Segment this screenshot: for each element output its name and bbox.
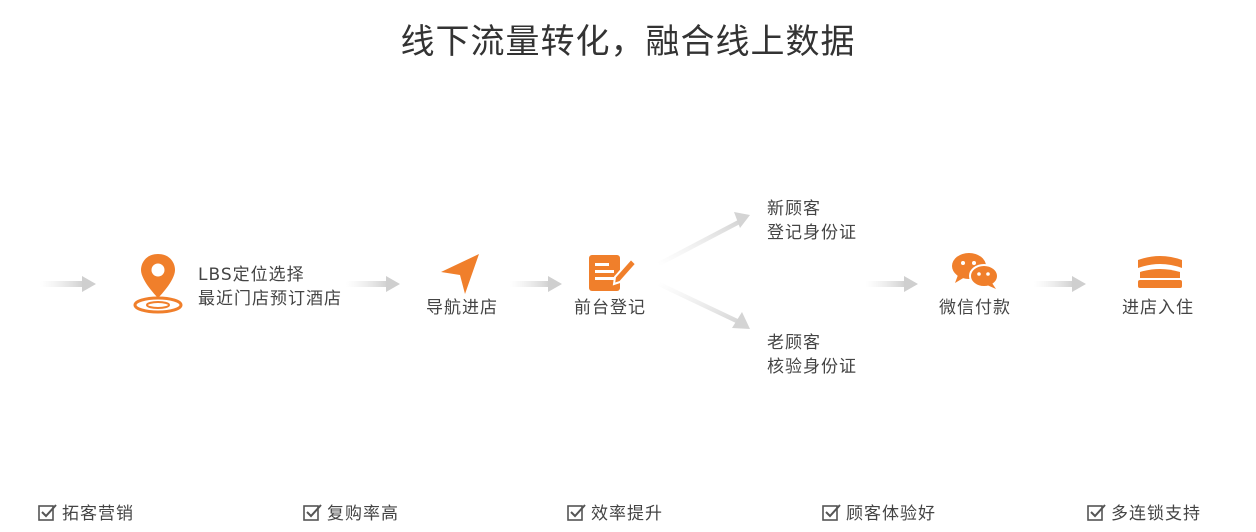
flow-arrow [1034,276,1086,292]
step-label-wechat-pay: 微信付款 [939,298,1011,318]
feature-item: 拓客营销 [38,499,134,524]
feature-label: 拓客营销 [62,504,134,524]
step-label-navigate: 导航进店 [426,298,498,318]
checkbox-check-icon [303,503,322,521]
feature-item: 复购率高 [303,499,399,524]
checkbox-check-icon [1087,503,1106,521]
location-pin-icon [133,254,183,314]
feature-item: 多连锁支持 [1087,499,1201,524]
checkbox-check-icon [822,503,841,521]
branch-old-customer: 老顾客 核验身份证 [767,333,857,377]
flow-arrow [866,276,918,292]
feature-item: 效率提升 [567,499,663,524]
registration-document-icon [589,255,638,291]
branch-new-customer: 新顾客 登记身份证 [767,199,857,243]
feature-label: 效率提升 [591,504,663,524]
feature-label: 复购率高 [327,504,399,524]
step-label-front-desk: 前台登记 [574,298,646,318]
feature-label: 多连锁支持 [1111,504,1201,524]
wechat-icon [952,253,999,289]
step-label-lbs: LBS定位选择 最近门店预订酒店 [198,265,342,309]
branch-arrow-down [658,282,750,329]
hotel-bed-icon [1138,256,1182,288]
flow-arrow [40,276,96,292]
diagram-title: 线下流量转化，融合线上数据 [400,22,856,62]
navigation-arrow-icon [441,254,479,294]
checkbox-check-icon [38,503,57,521]
feature-item: 顾客体验好 [822,499,936,524]
step-label-check-in: 进店入住 [1122,298,1194,318]
branch-arrow-up [658,212,750,266]
checkbox-check-icon [567,503,586,521]
feature-label: 顾客体验好 [846,504,936,524]
flow-arrow [510,276,562,292]
flow-arrow [346,276,400,292]
